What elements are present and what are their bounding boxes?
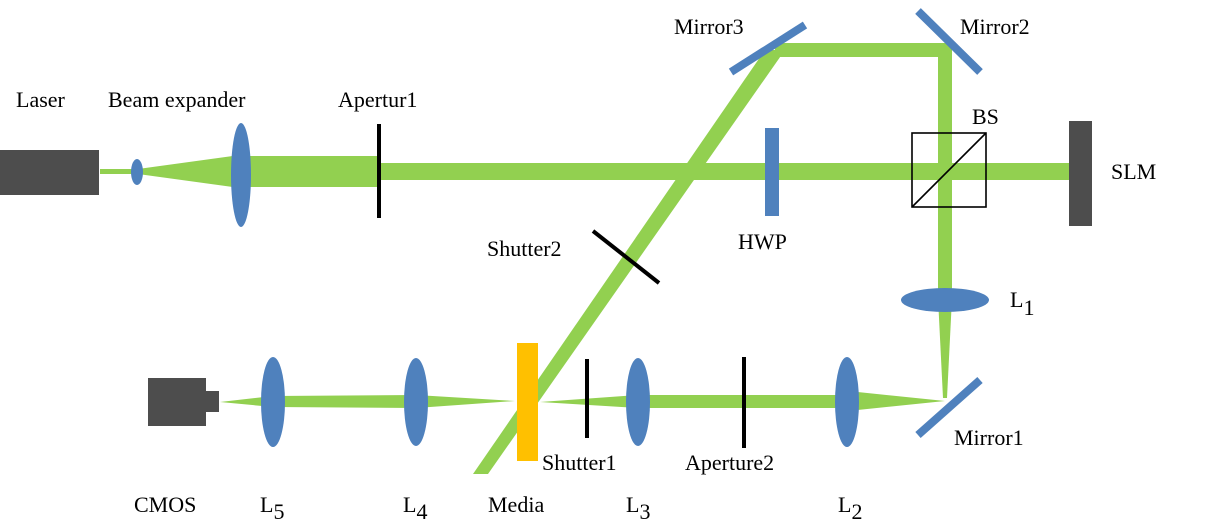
label-l3: L3: [626, 492, 650, 524]
beam-splitter-cube: [911, 132, 987, 208]
cmos-body: [148, 378, 206, 426]
label-aperture1: Apertur1: [338, 87, 417, 112]
beam-l4-l5: [273, 395, 416, 408]
slm-panel: [1069, 121, 1092, 226]
label-hwp: HWP: [738, 229, 787, 254]
label-laser: Laser: [16, 87, 66, 112]
label-bs: BS: [972, 104, 999, 129]
label-shutter1: Shutter1: [542, 450, 617, 475]
beam-expander-lens-large: [231, 123, 251, 227]
bs-diagonal: [911, 132, 987, 208]
label-shutter2: Shutter2: [487, 236, 562, 261]
laser-body: [0, 150, 99, 195]
label-aperture2: Aperture2: [685, 450, 774, 475]
lens-l3: [626, 358, 650, 446]
label-mirror1: Mirror1: [954, 425, 1024, 450]
beam-top-horizontal: [775, 43, 952, 57]
label-l1: L1: [1010, 287, 1034, 320]
label-mirror3: Mirror3: [674, 14, 744, 39]
beam-expander-cone: [138, 155, 240, 188]
mirror2: [915, 8, 983, 75]
beam-mirror1-l2-cone: [848, 391, 945, 411]
recording-media: [517, 343, 538, 461]
lens-l1: [901, 288, 989, 312]
label-media: Media: [488, 492, 544, 517]
label-cmos: CMOS: [134, 492, 196, 517]
beam-reference-diagonal: [473, 50, 785, 474]
mirror1: [915, 377, 983, 438]
bs-cube-outline: [911, 132, 987, 208]
label-l4: L4: [403, 492, 427, 524]
beam-laser-output: [100, 169, 138, 174]
lens-l2: [835, 357, 859, 447]
cmos-camera: [148, 378, 219, 426]
beam-expander-lens-small: [131, 159, 143, 185]
half-wave-plate: [765, 128, 779, 216]
beam-l1-cone: [938, 298, 952, 398]
label-slm: SLM: [1111, 159, 1156, 184]
label-l5: L5: [260, 492, 284, 524]
beam-main-horizontal: [240, 163, 1070, 180]
lens-l5: [261, 357, 285, 447]
label-mirror2: Mirror2: [960, 14, 1030, 39]
beam-l5-cmos-cone: [220, 396, 273, 407]
label-l2: L2: [838, 492, 862, 524]
beam-expanded-section: [240, 156, 380, 187]
mirror3: [728, 21, 808, 76]
lens-l4: [404, 358, 428, 446]
cmos-lens-mount: [206, 391, 219, 412]
label-beam-expander: Beam expander: [108, 87, 246, 112]
beam-media-l4-cone: [416, 395, 515, 408]
shutter2: [591, 229, 661, 285]
